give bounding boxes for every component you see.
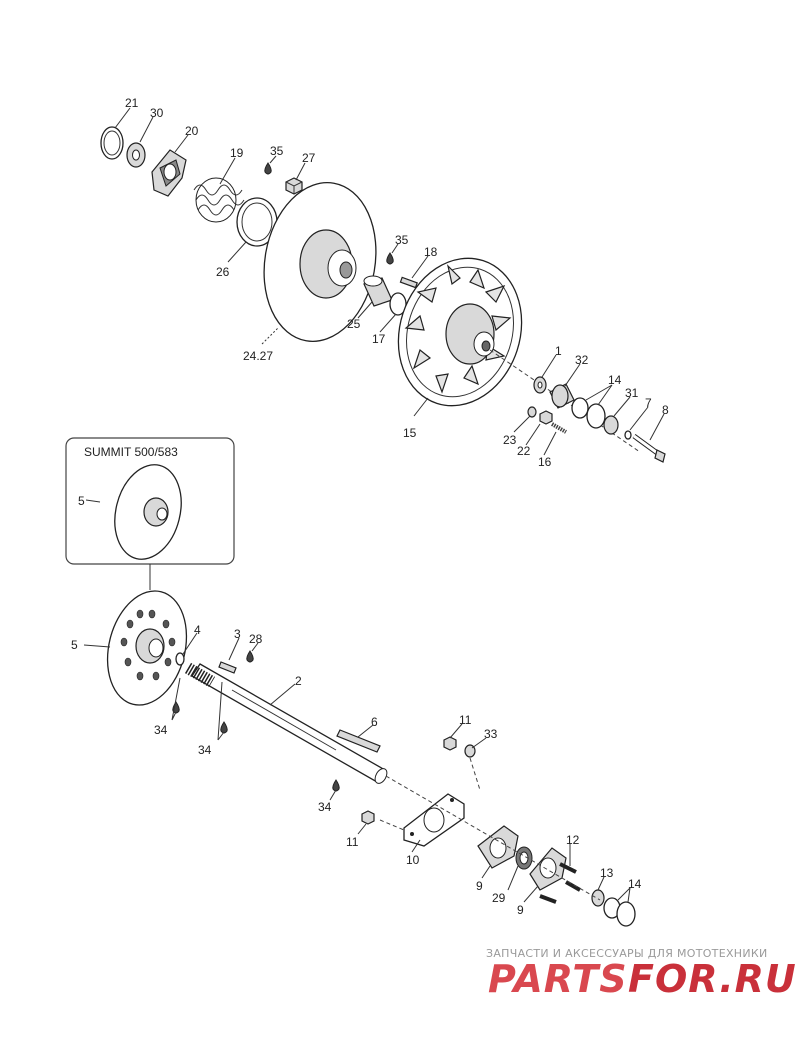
- part-4-ring: [175, 652, 185, 666]
- part-15-fixed-sheave: [397, 257, 523, 407]
- callout-8: 8: [662, 403, 669, 417]
- callout-17: 17: [372, 332, 386, 346]
- part-30-washer: [126, 142, 146, 168]
- callout-14-lower: 14: [628, 877, 642, 891]
- callout-20: 20: [185, 124, 199, 138]
- part-25-bushing: [363, 275, 393, 307]
- part-1-washer: [533, 376, 547, 394]
- part-35-drop-icon: [264, 162, 272, 175]
- callout-4: 4: [194, 623, 201, 637]
- part-8-bolt: [632, 433, 666, 463]
- callout-9-right: 9: [517, 903, 524, 917]
- callout-26: 26: [216, 265, 230, 279]
- part-19-spring: [193, 177, 245, 223]
- callout-13: 13: [600, 866, 614, 880]
- part-16-stud: [551, 422, 567, 434]
- callout-33: 33: [484, 727, 498, 741]
- inset-title: SUMMIT 500/583: [84, 445, 178, 459]
- callout-11-upper: 11: [459, 713, 472, 727]
- part-12b-bolt: [565, 880, 581, 892]
- nut-axis-line: [379, 819, 405, 831]
- callout-24-27: 24.27: [243, 349, 273, 363]
- part-20-spider: [151, 149, 187, 197]
- part-34c-drop-icon: [332, 779, 340, 792]
- callout-9-left: 9: [476, 879, 483, 893]
- callout-23: 23: [503, 433, 517, 447]
- callout-15: 15: [403, 426, 417, 440]
- part-11a-nut: [443, 736, 457, 751]
- callout-22: 22: [517, 444, 531, 458]
- callout-7: 7: [645, 396, 652, 410]
- callout-27: 27: [302, 151, 316, 165]
- callout-21: 21: [125, 96, 139, 110]
- callout-32: 32: [575, 353, 589, 367]
- watermark-tagline: ЗАПЧАСТИ И АКСЕССУАРЫ ДЛЯ МОТОТЕХНИКИ: [486, 947, 768, 960]
- lower-axis-line: [385, 775, 601, 901]
- part-14-washers: [571, 397, 606, 429]
- callout-35-upper-left: 35: [270, 144, 284, 158]
- callout-30: 30: [150, 106, 164, 120]
- callout-10: 10: [406, 853, 420, 867]
- part-21-circlip: [100, 126, 124, 160]
- part-6-key: [336, 729, 381, 753]
- callout-5: 5: [71, 638, 78, 652]
- part-12c-bolt: [539, 894, 557, 904]
- part-23-washer: [527, 406, 537, 418]
- part-32-spacer: [549, 383, 575, 409]
- callout-16: 16: [538, 455, 552, 469]
- part-3-key: [218, 661, 237, 674]
- callout-34-left: 34: [154, 723, 168, 737]
- lower-leader-lines: [83, 632, 631, 903]
- callout-6: 6: [371, 715, 378, 729]
- callout-29: 29: [492, 891, 506, 905]
- upper-axis-line: [489, 349, 641, 453]
- part-34b-drop-icon: [220, 721, 228, 734]
- part-2-shaft: [184, 662, 388, 784]
- callout-14-upper: 14: [608, 373, 622, 387]
- callout-11-lower: 11: [346, 835, 359, 849]
- callout-34-right: 34: [318, 800, 332, 814]
- part-18-pin: [399, 276, 418, 289]
- part-7-lockwasher: [624, 430, 632, 440]
- part-13-washer: [591, 889, 605, 907]
- watermark: ЗАПЧАСТИ И АКСЕССУАРЫ ДЛЯ МОТОТЕХНИКИ PA…: [486, 947, 797, 1001]
- callout-18: 18: [424, 245, 438, 259]
- callout-1: 1: [555, 344, 562, 358]
- part-5-sheave: [106, 590, 188, 706]
- part-14-lower-washers: [603, 897, 636, 927]
- part-10-plate: [403, 793, 465, 847]
- part-35b-drop-icon: [386, 252, 394, 265]
- callout-2: 2: [295, 674, 302, 688]
- inset-callout-5: 5: [78, 494, 85, 508]
- washer-axis-line: [469, 757, 481, 791]
- part-31-washer: [603, 415, 619, 435]
- callout-25: 25: [347, 317, 361, 331]
- callout-31: 31: [625, 386, 639, 400]
- part-12a-bolt: [559, 862, 577, 874]
- callout-35-upper-right: 35: [395, 233, 409, 247]
- callout-3: 3: [234, 627, 241, 641]
- part-28-drop-icon: [246, 650, 254, 663]
- part-27-slider: [285, 177, 303, 195]
- part-24-27-movable-sheave: [263, 181, 377, 343]
- part-22-nut: [539, 410, 553, 425]
- callout-12: 12: [566, 833, 580, 847]
- callout-28: 28: [249, 632, 263, 646]
- inset-summit-box: SUMMIT 500/583 5: [65, 437, 235, 590]
- callout-19: 19: [230, 146, 244, 160]
- part-29-bearing: [515, 846, 533, 870]
- watermark-brand-right: FOR.RU: [628, 957, 797, 1001]
- upper-leader-lines: [114, 107, 665, 456]
- callout-34-middle: 34: [198, 743, 212, 757]
- part-11b-nut: [361, 810, 375, 825]
- part-9b-flange: [529, 847, 567, 891]
- watermark-brand-left: PARTS: [488, 957, 628, 1001]
